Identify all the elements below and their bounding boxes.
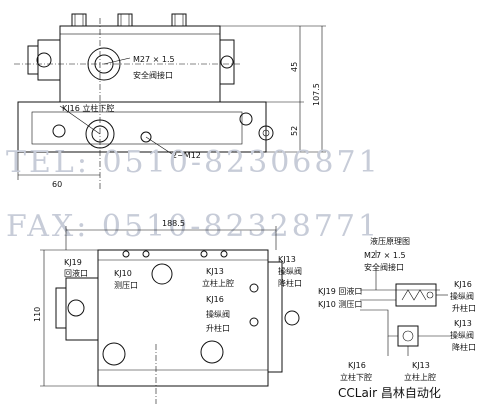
schematic-safety-valve: 安全阀接口 bbox=[364, 262, 404, 272]
schematic-m27: M27 × 1.5 bbox=[364, 251, 406, 260]
brand-logo-text: CCLair 昌林自动化 bbox=[338, 386, 441, 400]
watermark-tel: TEL: 0510-82306871 bbox=[6, 145, 381, 180]
front-valve-view bbox=[40, 226, 300, 404]
dim-45: 45 bbox=[290, 62, 299, 72]
lower-port-label-right: 降柱口 bbox=[278, 278, 302, 288]
schematic-lower-chamber: 立柱下腔 bbox=[340, 372, 372, 382]
kj13-label-right: KJ13 bbox=[278, 255, 296, 264]
control-valve-label-right: 操纵阀 bbox=[278, 266, 302, 276]
schematic-kj10-pressure: KJ10 测压口 bbox=[318, 300, 362, 309]
schematic-kj19-return: KJ19 回液口 bbox=[318, 286, 362, 296]
kj16-lower-label-top: KJ16 立柱下腔 bbox=[62, 103, 114, 113]
dim-60: 60 bbox=[52, 180, 62, 189]
schematic-control-valve-a: 操纵阀 bbox=[450, 291, 474, 301]
dim-1075: 107.5 bbox=[312, 83, 321, 106]
kj16-label-mid: KJ16 bbox=[206, 295, 224, 304]
kj19-label: KJ19 bbox=[64, 258, 82, 267]
watermark-fax: FAX: 0510-82328771 bbox=[6, 209, 380, 244]
pressure-port-label-left: 测压口 bbox=[114, 281, 138, 290]
safety-valve-label-top: 安全阀接口 bbox=[133, 70, 173, 80]
schematic-title: 液压原理图 bbox=[370, 236, 410, 246]
dim-52: 52 bbox=[290, 126, 299, 136]
schematic-lower-port: 降柱口 bbox=[452, 342, 476, 352]
m12-label: 2−M12 bbox=[172, 151, 201, 160]
dim-110: 110 bbox=[33, 307, 42, 322]
kj13-label-mid: KJ13 bbox=[206, 267, 224, 276]
top-valve-view bbox=[14, 13, 326, 190]
control-valve-label-mid: 操纵阀 bbox=[206, 309, 230, 319]
upper-chamber-label-mid: 立柱上腔 bbox=[202, 278, 234, 288]
schematic-control-valve-b: 操纵阀 bbox=[450, 330, 474, 340]
kj10-label-left: KJ10 bbox=[114, 269, 132, 278]
m27-label-top: M27 × 1.5 bbox=[133, 55, 175, 64]
dim-1885: 188.5 bbox=[162, 219, 185, 228]
schematic-kj16-a: KJ16 bbox=[454, 280, 472, 289]
schematic-kj13-b: KJ13 bbox=[412, 361, 430, 370]
lift-port-label-mid: 升柱口 bbox=[206, 323, 230, 333]
schematic-lift-port: 升柱口 bbox=[452, 303, 476, 313]
return-port-label: 回液口 bbox=[64, 268, 88, 278]
schematic-kj16-b: KJ16 bbox=[348, 361, 366, 370]
schematic-kj13-a: KJ13 bbox=[454, 319, 472, 328]
schematic-upper-chamber: 立柱上腔 bbox=[404, 372, 436, 382]
hydraulic-schematic bbox=[360, 250, 450, 356]
